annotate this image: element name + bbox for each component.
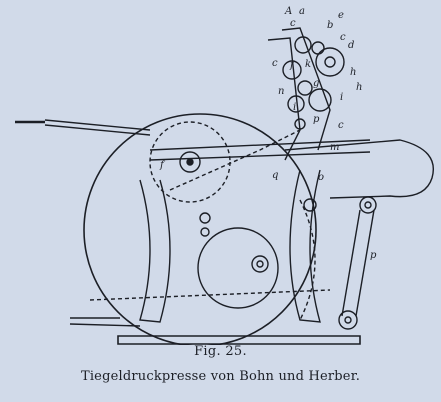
label-f: f [289, 60, 296, 71]
base [117, 335, 361, 345]
label-e: e [338, 10, 344, 21]
label-c4: c [338, 120, 344, 131]
label-d: d [348, 40, 354, 51]
frame-left [139, 179, 171, 323]
label-k: k [305, 59, 311, 70]
label-q: q [272, 170, 278, 181]
label-c2: c [340, 32, 346, 43]
label-c3: c [272, 58, 278, 69]
label-h: h [350, 67, 356, 78]
flywheel [83, 113, 317, 345]
platen-housing [284, 139, 434, 199]
label-A: A [284, 6, 292, 17]
label-i2: i [293, 102, 296, 113]
figure-number: Fig. 25. [194, 344, 247, 359]
ink-arm [267, 37, 301, 161]
label-b: b [327, 20, 333, 31]
frame-right [289, 169, 321, 323]
label-h2: h [356, 82, 362, 93]
label-g: g [313, 78, 319, 89]
press-illustration: A a e c b c d c f k h i h g n i p c m f [15, 6, 434, 345]
label-p2: p [370, 250, 377, 261]
label-p: p [313, 114, 320, 125]
label-n: n [278, 86, 284, 97]
label-f2: f [159, 160, 166, 171]
drive-wheel [197, 227, 279, 309]
label-a: a [299, 6, 305, 17]
label-i: i [340, 92, 343, 103]
label-o: o [318, 172, 324, 183]
figure-caption: Tiegeldruckpresse von Bohn und Herber. [80, 369, 361, 384]
label-m: m [330, 142, 339, 153]
label-c: c [290, 18, 296, 29]
